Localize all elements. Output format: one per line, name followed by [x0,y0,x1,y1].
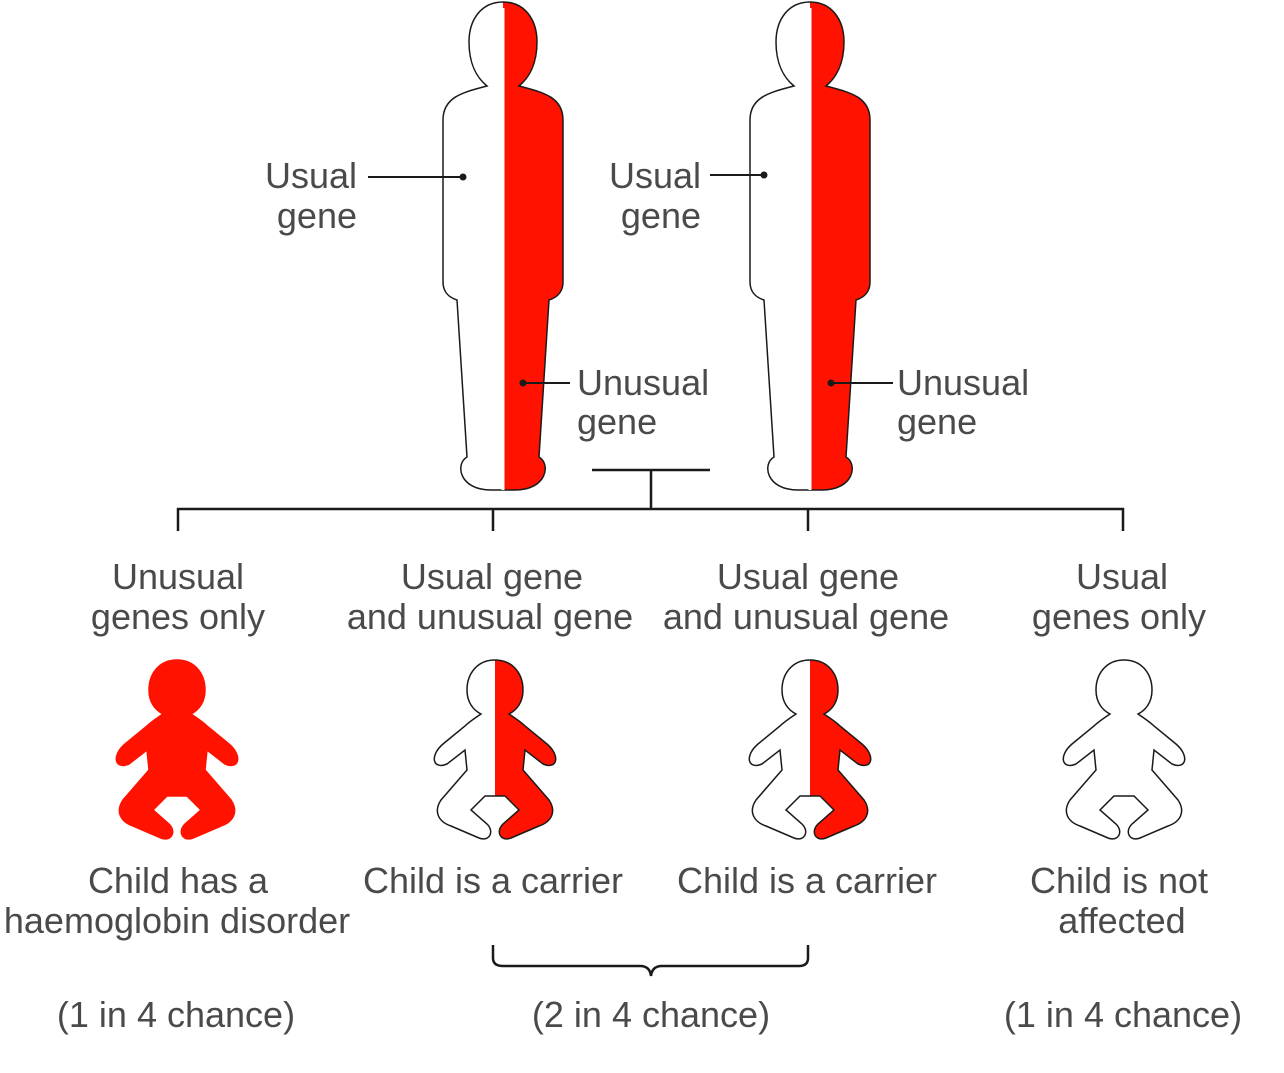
child-3-outcome-line1: Child is a carrier [677,860,937,901]
child-1-genes-label: Unusual genes only [91,556,265,637]
child-2-genes-label: Usual gene and unusual gene [347,556,633,637]
family-tree-connector [176,468,1125,531]
child-3-outcome: Child is a carrier [677,860,937,901]
child-4-genes-line1: Usual [1076,556,1168,597]
parent-2 [749,1,871,491]
chance-carrier: (2 in 4 chance) [532,994,770,1035]
child-1-outcome: Child has a haemoglobin disorder [4,860,350,941]
child-4-genes-line2: genes only [1032,596,1206,637]
child-1-genes-line1: Unusual [112,556,244,597]
child-2-figure [433,659,557,840]
chance-not-affected: (1 in 4 chance) [1004,994,1242,1035]
child-4-genes-label: Usual genes only [1032,556,1206,637]
parent-1 [442,1,564,491]
child-1-figure [115,659,239,840]
parent-2-unusual-label-line1: Unusual [897,362,1029,403]
parent-2-unusual-label-line2: gene [897,401,977,442]
child-4-outcome: Child is not affected [1030,860,1208,941]
carrier-group-brace [491,945,810,977]
parent-1-unusual-label-line2: gene [577,401,657,442]
parent-1-usual-gene-callout: Usual gene [265,155,467,236]
child-3-genes-line2: and unusual gene [663,596,949,637]
child-3-figure [748,659,872,840]
child-2-outcome: Child is a carrier [363,860,623,901]
child-3-genes-label: Usual gene and unusual gene [663,556,949,637]
parent-2-usual-gene-callout: Usual gene [609,155,768,236]
chance-affected: (1 in 4 chance) [57,994,295,1035]
parent-1-usual-label-line2: gene [277,195,357,236]
child-1-outcome-line1: Child has a [88,860,269,901]
child-2-outcome-line1: Child is a carrier [363,860,623,901]
child-1-outcome-line2: haemoglobin disorder [4,900,350,941]
child-1-genes-line2: genes only [91,596,265,637]
child-4-figure [1062,659,1186,840]
child-3-genes-line1: Usual gene [717,556,899,597]
child-4-outcome-line2: affected [1058,900,1185,941]
parent-1-unusual-label-line1: Unusual [577,362,709,403]
parent-2-unusual-gene-callout: Unusual gene [827,362,1029,442]
child-2-genes-line1: Usual gene [401,556,583,597]
parent-2-usual-label-line2: gene [621,195,701,236]
parent-1-usual-label-line1: Usual [265,155,357,196]
parent-1-unusual-gene-callout: Unusual gene [519,362,709,442]
child-4-outcome-line1: Child is not [1030,860,1208,901]
parent-2-usual-label-line1: Usual [609,155,701,196]
child-2-genes-line2: and unusual gene [347,596,633,637]
